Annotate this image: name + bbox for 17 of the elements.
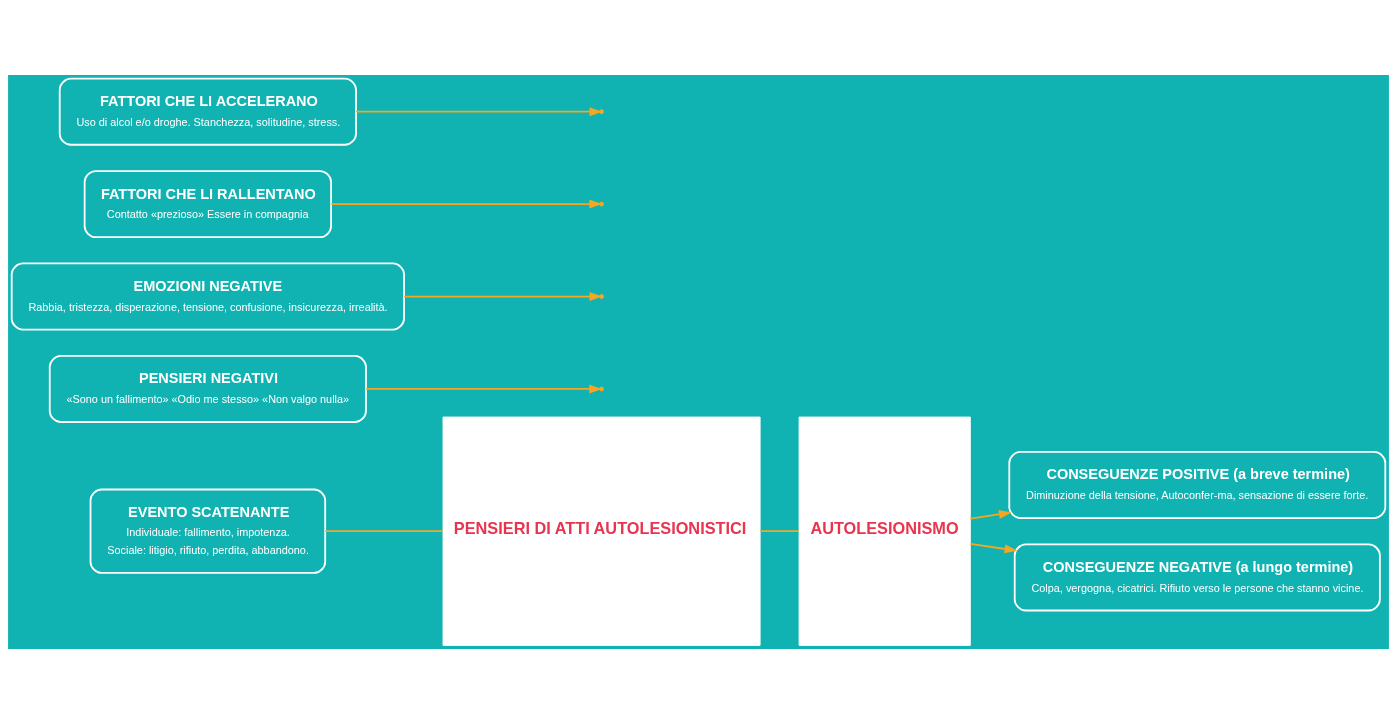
arrow <box>969 509 1012 520</box>
arrow <box>330 199 602 209</box>
connector <box>324 530 444 533</box>
node-box: EMOZIONI NEGATIVE Rabbia, tristezza, disperazione, tensione, confusione, insicurezza, irrealità. <box>10 262 405 331</box>
arrow <box>365 384 602 394</box>
node-box: FATTORI CHE LI RALLENTANO Contatto «prezioso» Essere in compagnia <box>83 170 332 239</box>
arrow <box>355 107 603 117</box>
node-box: PENSIERI NEGATIVI «Sono un fallimento» «Odio me stesso» «Non valgo nulla» <box>48 354 367 423</box>
node-box: CONSEGUENZE NEGATIVE (a lungo termine) Colpa, vergogna, cicatrici. Rifiuto verso le persone che stanno vicine. <box>1013 543 1381 612</box>
arrow <box>403 292 603 301</box>
node-box: FATTORI CHE LI ACCELERANO Uso di alcol e/o droghe. Stanchezza, solitudine, stress. <box>58 77 357 146</box>
arrow <box>969 542 1018 554</box>
node-box: CONSEGUENZE POSITIVE (a breve termine) Diminuzione della tensione, Autoconfer-ma, sensazione di essere forte. <box>1008 451 1387 519</box>
node-box: EVENTO SCATENANTE Individuale: fallimento, impotenza. Sociale: litigio, rifiuto, perdita, abbandono. <box>89 488 327 574</box>
node-box: AUTOLESIONISMO <box>798 416 971 646</box>
node-box: PENSIERI DI ATTI AUTOLESIONISTICI <box>442 416 761 646</box>
connector <box>759 530 800 533</box>
